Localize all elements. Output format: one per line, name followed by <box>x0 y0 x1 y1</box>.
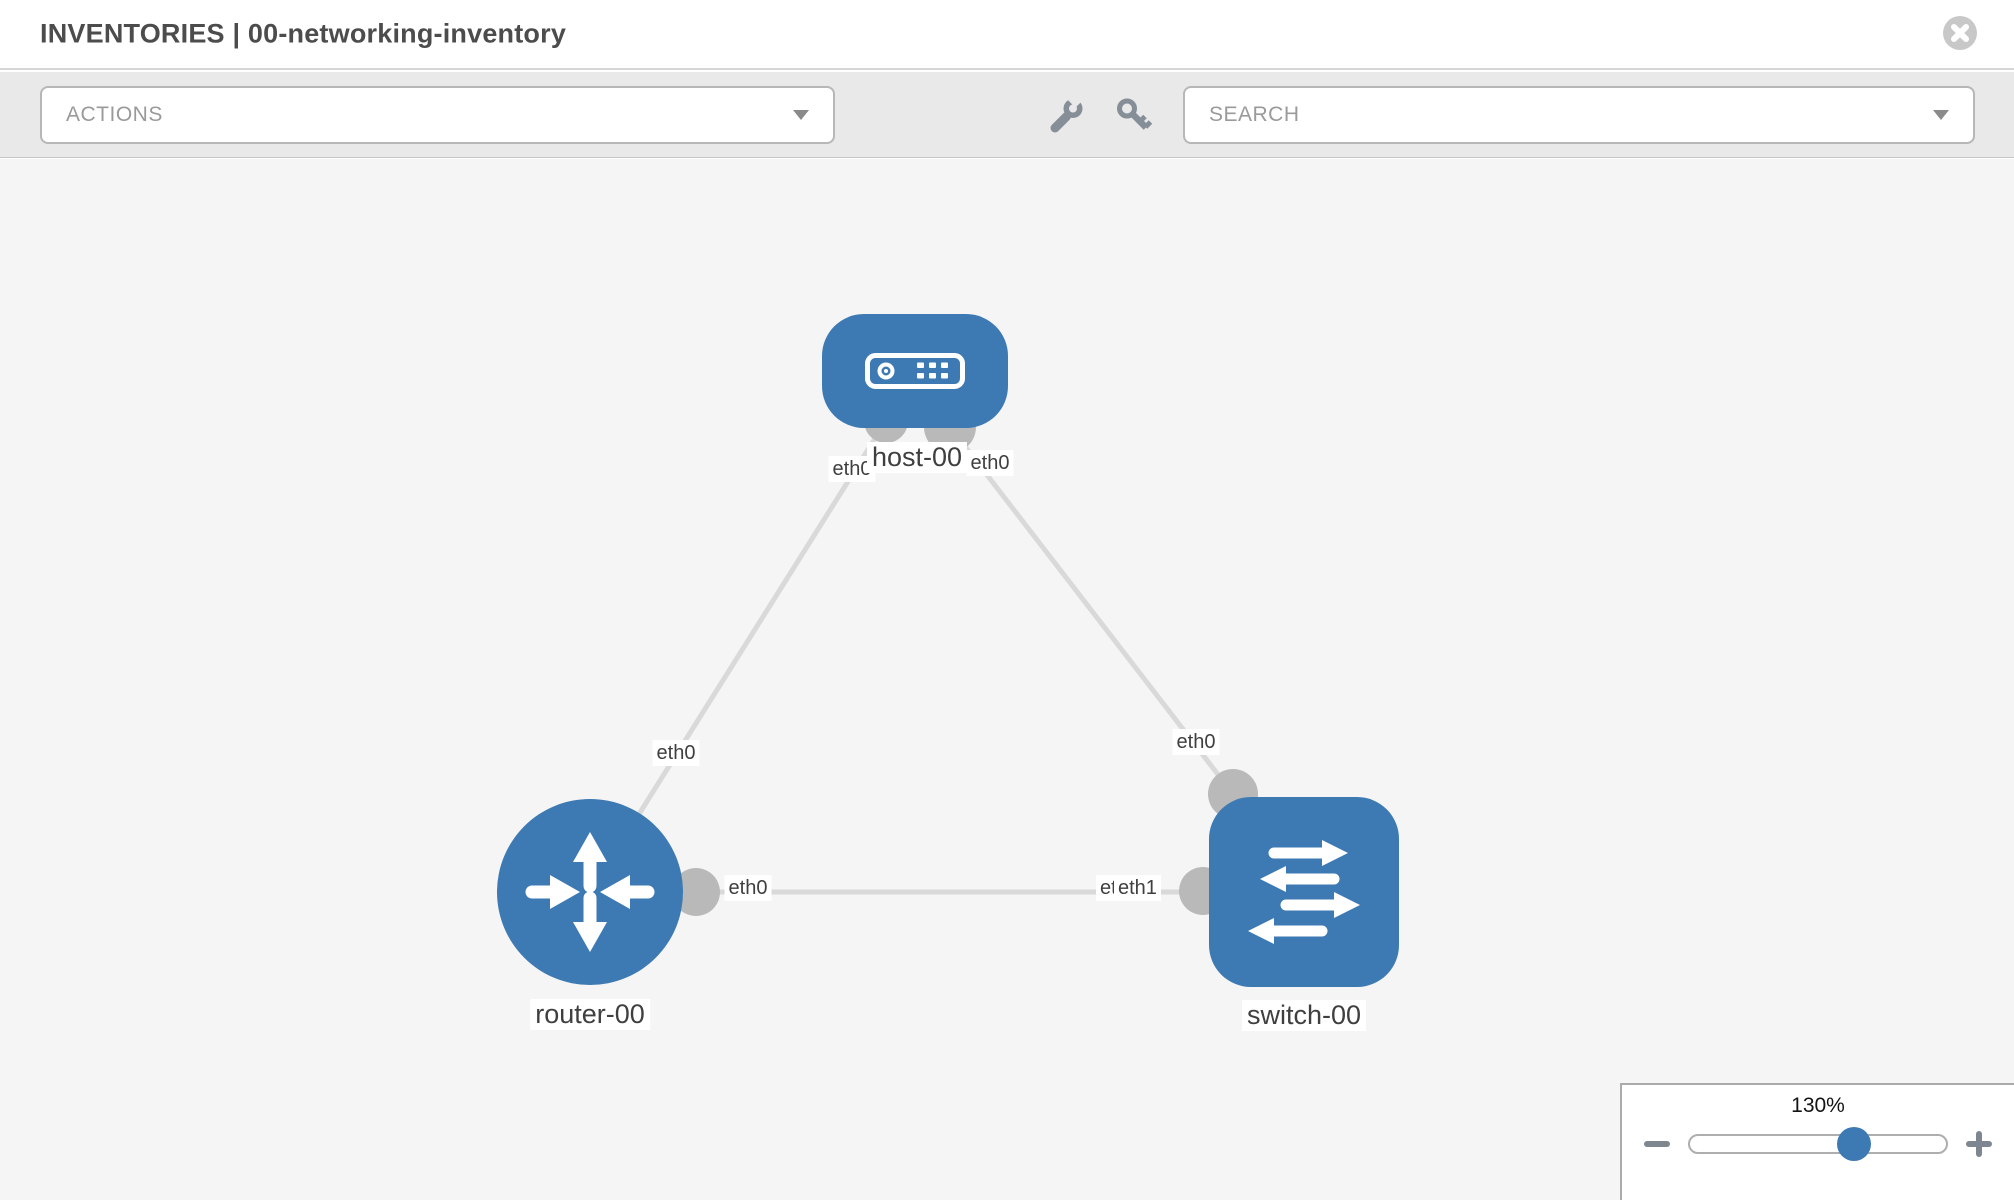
actions-dropdown-label: ACTIONS <box>66 103 163 126</box>
switch-icon <box>1248 840 1360 944</box>
close-icon <box>1943 16 1977 50</box>
close-button[interactable] <box>1942 15 1978 51</box>
credentials-button[interactable] <box>1116 98 1153 134</box>
node-label-switch-00: switch-00 <box>1241 1000 1367 1031</box>
links-layer <box>587 399 1258 916</box>
plus-icon <box>1976 1131 1982 1157</box>
topology-canvas[interactable]: eth0 host-00 eth0 eth0 eth0 eth0 eth0 et… <box>0 159 2014 1200</box>
connector-router-right <box>672 868 720 916</box>
key-icon <box>1117 98 1153 130</box>
chevron-down-icon <box>793 110 809 120</box>
zoom-out-button[interactable] <box>1644 1131 1670 1157</box>
host-icon <box>865 353 965 389</box>
search-dropdown[interactable]: SEARCH <box>1183 86 1975 144</box>
zoom-controls <box>1622 1127 2014 1161</box>
router-icon <box>525 832 655 952</box>
search-dropdown-label: SEARCH <box>1209 103 1300 126</box>
chevron-down-icon <box>1933 110 1949 120</box>
interface-label-router-top: eth0 <box>652 740 700 766</box>
node-router-00[interactable] <box>497 799 683 985</box>
interface-label-switch-top: eth0 <box>1172 729 1220 755</box>
node-label-router-00: router-00 <box>530 999 650 1030</box>
minus-icon <box>1644 1141 1670 1147</box>
node-host-00[interactable] <box>822 314 1008 428</box>
page-title: INVENTORIES | 00-networking-inventory <box>40 18 567 49</box>
zoom-slider-track[interactable] <box>1688 1127 1948 1161</box>
configure-button[interactable] <box>1048 91 1085 134</box>
interface-label-switch-left: eth1 <box>1114 875 1161 901</box>
zoom-in-button[interactable] <box>1966 1131 1992 1157</box>
zoom-level: 130% <box>1791 1094 1845 1117</box>
actions-dropdown[interactable]: ACTIONS <box>40 86 835 144</box>
node-switch-00[interactable] <box>1209 797 1399 987</box>
interface-label-host-right: eth0 <box>966 450 1014 476</box>
zoom-slider-handle[interactable] <box>1836 1127 1871 1161</box>
wrench-icon <box>1050 91 1085 133</box>
toolbar: ACTIONS SEARCH <box>0 72 2014 158</box>
header: INVENTORIES | 00-networking-inventory <box>0 0 2014 70</box>
interface-label-router-right: eth0 <box>724 875 772 901</box>
zoom-panel: 130% <box>1620 1083 2014 1200</box>
node-label-host-00: host-00 <box>866 442 968 473</box>
